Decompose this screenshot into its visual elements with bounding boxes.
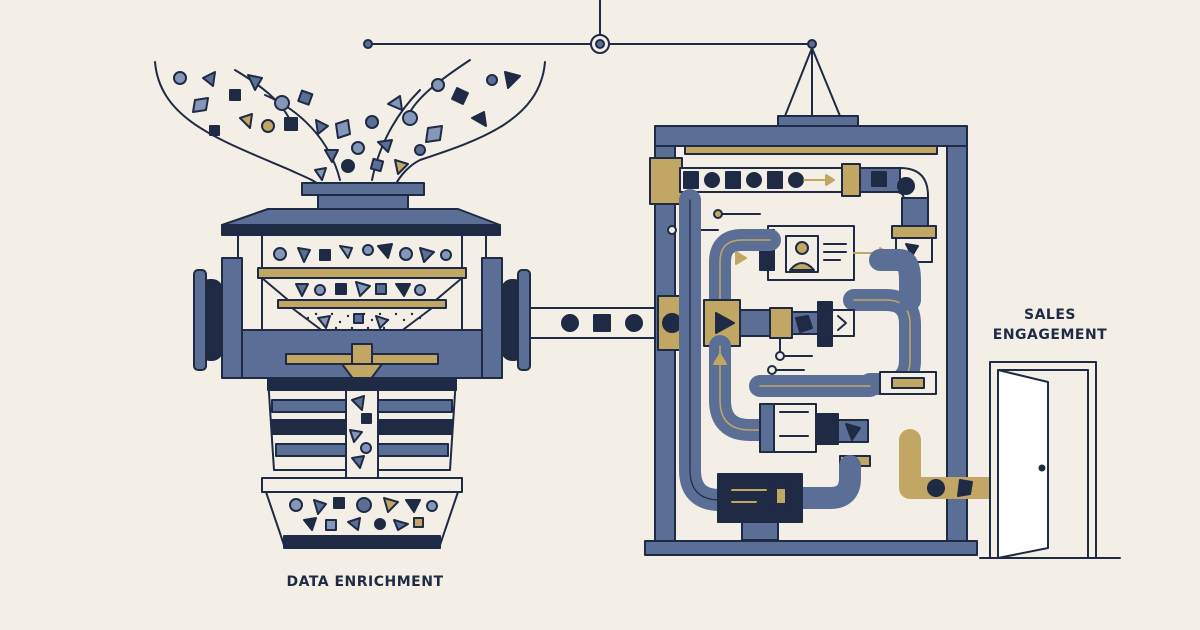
enrichment-machine [193, 182, 531, 479]
collection-bowl [261, 477, 463, 549]
data-particle-stream [154, 59, 546, 187]
door-icon [979, 361, 1121, 559]
suspension-rig [363, 0, 859, 127]
person-icon [789, 241, 815, 271]
data-enrichment-label: DATA ENRICHMENT [286, 574, 444, 590]
data-particle-icon [173, 71, 521, 181]
sales-engagement-label-line1: SALES [1024, 307, 1076, 323]
transfer-pipe [529, 307, 659, 339]
sales-engagement-label-line2: ENGAGEMENT [992, 327, 1108, 343]
routing-machine [644, 125, 1039, 556]
sales-engagement-label: SALES ENGAGEMENT [985, 305, 1115, 345]
